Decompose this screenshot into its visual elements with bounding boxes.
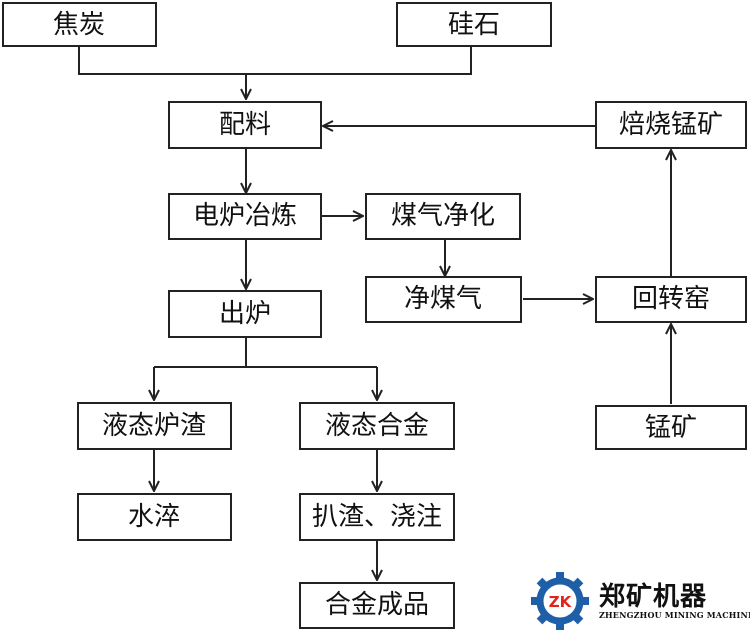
node-clean-gas: 净煤气 (365, 276, 522, 323)
logo-company-name: 郑矿机器 (599, 582, 708, 612)
svg-text:焙烧锰矿: 焙烧锰矿 (619, 110, 723, 140)
svg-text:硅石: 硅石 (448, 10, 500, 40)
node-rotary-kiln: 回转窑 (595, 276, 747, 323)
svg-text:ZK: ZK (549, 593, 573, 611)
node-tapping: 出炉 (168, 290, 322, 338)
node-electric-furnace-smelting: 电炉冶炼 (168, 193, 322, 240)
node-liquid-slag: 液态炉渣 (77, 402, 232, 450)
svg-text:水淬: 水淬 (128, 502, 180, 532)
node-batching: 配料 (168, 101, 322, 149)
node-silica: 硅石 (396, 2, 552, 47)
node-gas-cleaning: 煤气净化 (365, 193, 521, 240)
node-deslag-casting: 扒渣、浇注 (299, 493, 455, 541)
svg-text:配料: 配料 (219, 110, 271, 140)
edge-tapping-to-slag-alloy (154, 337, 377, 400)
node-finished-alloy: 合金成品 (299, 582, 455, 629)
svg-text:合金成品: 合金成品 (325, 590, 429, 620)
svg-text:锰矿: 锰矿 (645, 413, 697, 443)
node-roasted-manganese-ore: 焙烧锰矿 (595, 101, 747, 149)
logo-company-subtitle: ZHENGZHOU MINING MACHINERY (599, 610, 750, 620)
node-water-quench: 水淬 (77, 493, 232, 541)
node-manganese-ore: 锰矿 (595, 405, 747, 450)
svg-text:液态炉渣: 液态炉渣 (102, 411, 206, 441)
svg-text:净煤气: 净煤气 (404, 284, 482, 314)
svg-text:液态合金: 液态合金 (325, 411, 429, 441)
svg-text:焦炭: 焦炭 (53, 10, 105, 40)
svg-text:回转窑: 回转窑 (632, 284, 710, 314)
svg-text:扒渣、浇注: 扒渣、浇注 (312, 502, 442, 532)
company-logo: ZK 郑矿机器 ZHENGZHOU MINING MACHINERY (527, 570, 750, 630)
node-coke: 焦炭 (2, 2, 157, 47)
svg-text:煤气净化: 煤气净化 (391, 201, 495, 231)
node-liquid-alloy: 液态合金 (299, 402, 455, 450)
svg-text:电炉冶炼: 电炉冶炼 (193, 201, 297, 231)
svg-text:出炉: 出炉 (219, 299, 271, 329)
edge-coke-silica-to-batching (78, 46, 472, 99)
gear-logo-icon: ZK (531, 572, 589, 630)
